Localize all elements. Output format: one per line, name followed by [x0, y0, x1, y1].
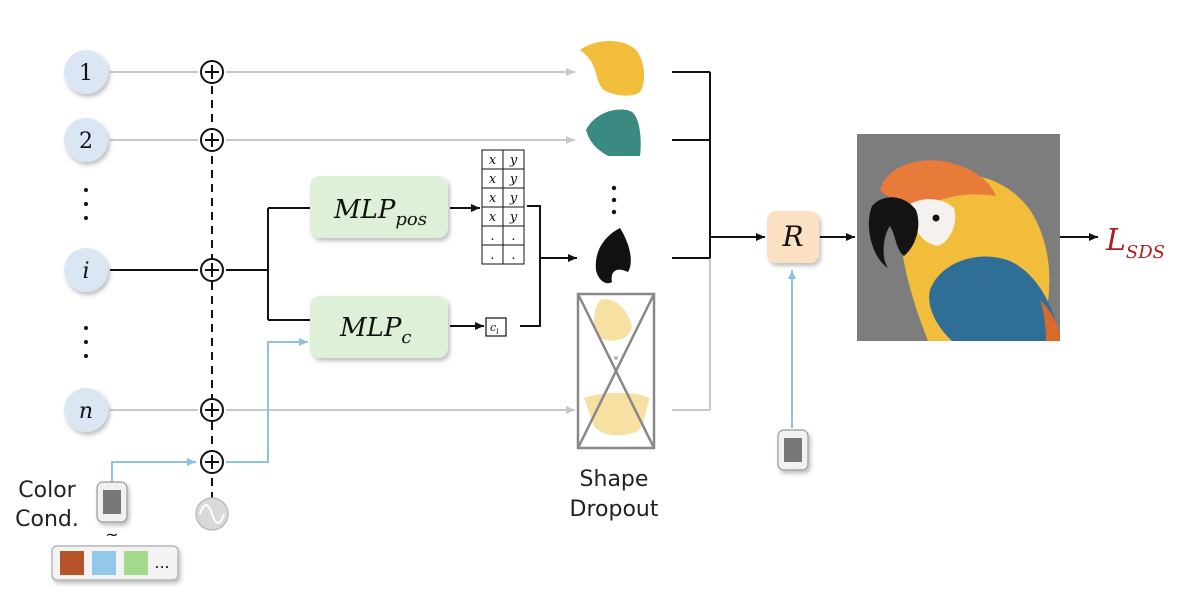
mlp-c-label: MLPc: [339, 313, 411, 348]
input-node-n-label: n: [79, 399, 93, 424]
input-node-1-label: 1: [79, 61, 93, 86]
color-cond-tilde: ~: [105, 525, 118, 544]
color-swatch-3: [124, 551, 148, 575]
color-cond-lines: [111, 270, 796, 484]
color-cond-image-icon: [96, 481, 128, 523]
input-node-1: [64, 50, 108, 94]
vertical-ellipsis-bottom: [84, 326, 88, 358]
plus-circle-icon: [200, 398, 224, 422]
shape-dropout-caption-line2: Dropout: [570, 497, 659, 522]
color-palette-more: ...: [154, 553, 169, 572]
mlp-pos-box: [310, 176, 448, 238]
position-table-cell-text: y: [509, 191, 518, 206]
position-table-cell-text: .: [511, 248, 515, 263]
shape-black: [595, 228, 631, 284]
plus-circle-icon: [200, 128, 224, 152]
position-table-cell-text: x: [489, 172, 497, 187]
color-output-box: [485, 317, 507, 337]
color-swatch-2: [92, 551, 116, 575]
plus-circle-icon: [200, 450, 224, 474]
position-table-cell-text: x: [489, 191, 497, 206]
input-node-i: [64, 248, 108, 292]
shape-dropout-box: [576, 292, 656, 450]
i-path-lines: [110, 71, 1098, 330]
input-lines: [110, 68, 711, 414]
parrot-image: [857, 134, 1060, 341]
position-table-cell-text: .: [511, 229, 515, 244]
renderer-symbol: R: [781, 220, 803, 253]
position-table-cell-text: y: [509, 172, 518, 187]
renderer-box: [767, 211, 819, 263]
position-table-cell-text: y: [509, 210, 518, 225]
color-cond-label-line2: Cond.: [15, 507, 79, 532]
loss-label: LSDS: [1105, 223, 1165, 263]
plus-circle-icon: [200, 60, 224, 84]
plus-circle-icon: [200, 258, 224, 282]
shape-teal: [586, 109, 641, 156]
mlp-c-box: [310, 296, 448, 358]
position-table-cell-text: .: [490, 248, 494, 263]
position-table-cell-text: x: [489, 210, 497, 225]
mlp-pos-label: MLPpos: [333, 195, 427, 230]
color-output-label: ci: [490, 321, 499, 336]
color-swatch-1: [60, 551, 84, 575]
position-table-cell: [502, 244, 525, 265]
position-table-cell-text: .: [490, 229, 494, 244]
shape-dropout-caption-line1: Shape: [580, 467, 649, 492]
input-node-i-label: i: [82, 259, 89, 284]
color-palette: [51, 545, 179, 581]
shape-yellow: [580, 41, 645, 96]
noise-icon: [195, 497, 229, 531]
color-cond-label-line1: Color: [18, 478, 76, 503]
input-node-2: [64, 118, 108, 162]
position-table-cell-text: x: [489, 153, 497, 168]
position-table-cell-text: y: [509, 153, 518, 168]
shape-vertical-ellipsis: [611, 185, 617, 215]
vertical-ellipsis-top: [84, 188, 88, 220]
input-node-n: [64, 388, 108, 432]
input-node-2-label: 2: [79, 129, 93, 154]
image-condition-icon: [777, 429, 809, 471]
plus-circles: [200, 60, 224, 474]
